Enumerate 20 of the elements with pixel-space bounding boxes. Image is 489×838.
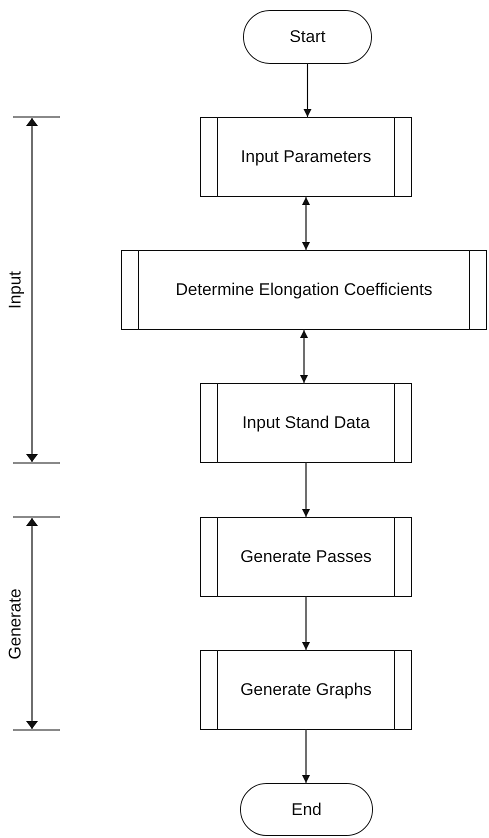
terminal-label: Start	[290, 26, 326, 48]
terminal-label: End	[291, 798, 322, 821]
predefined-process-box	[200, 383, 412, 463]
arrow	[302, 730, 310, 783]
predefined-process-box	[200, 117, 412, 197]
process-label: Input Parameters	[240, 146, 372, 168]
process-label: Generate Graphs	[239, 679, 373, 702]
predefined-process-box	[121, 250, 487, 330]
arrow	[302, 197, 310, 250]
arrow	[302, 463, 310, 517]
arrow	[302, 597, 310, 650]
phase-label: Input	[6, 271, 24, 309]
predefined-process-box	[200, 650, 412, 730]
arrow	[304, 64, 312, 117]
phase-label: Generate	[6, 588, 24, 659]
process-label: Input Stand Data	[241, 412, 371, 434]
predefined-process-box	[200, 517, 412, 597]
process-label: Determine Elongation Coefficients	[174, 279, 434, 302]
arrow	[300, 330, 308, 383]
process-label: Generate Passes	[239, 546, 373, 568]
